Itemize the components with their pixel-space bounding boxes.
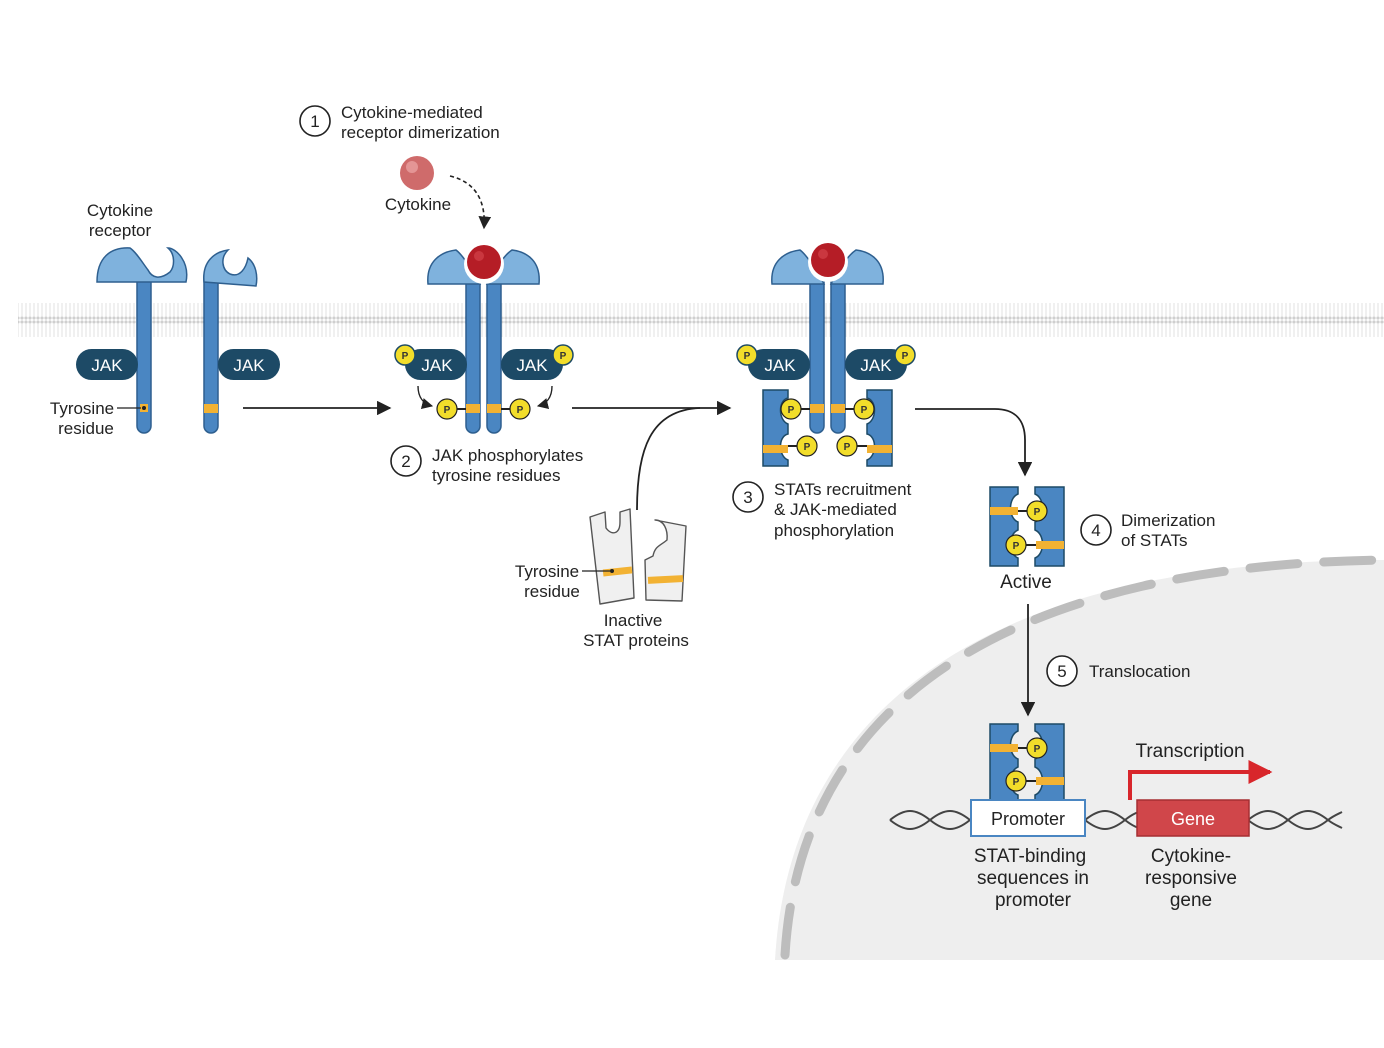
promoter-label: Promoter (991, 809, 1065, 829)
svg-text:& JAK-mediated: & JAK-mediated (774, 500, 897, 519)
stat-binding-label-2: sequences in (977, 868, 1089, 889)
cytokine-receptor-label-2: receptor (89, 221, 152, 240)
svg-text:P: P (744, 351, 751, 362)
svg-text:P: P (1034, 744, 1041, 755)
jak-step3-right: JAK P (845, 344, 916, 380)
recruited-stat-left: P P (762, 389, 818, 467)
jak-step2-right: JAK P (501, 344, 574, 380)
svg-text:P: P (444, 405, 451, 416)
cell-membrane (18, 301, 1384, 341)
svg-text:P: P (788, 405, 795, 416)
arrow-stat-recruitment (636, 407, 701, 511)
svg-text:P: P (402, 351, 409, 362)
jak-left-b: JAK (218, 349, 280, 380)
step-4: 4 Dimerization of STATs (1080, 511, 1215, 550)
dimer-receptor-step-2 (427, 244, 540, 434)
cytokine-responsive-label-1: Cytokine- (1151, 846, 1231, 867)
svg-text:3: 3 (743, 488, 752, 507)
svg-text:P: P (1034, 507, 1041, 518)
nuclear-stat-dimer: P P (989, 723, 1065, 804)
svg-text:P: P (844, 442, 851, 453)
svg-text:JAK: JAK (91, 356, 123, 375)
step-3: 3 STATs recruitment & JAK-mediated phosp… (732, 480, 912, 540)
svg-text:2: 2 (401, 452, 410, 471)
phospho-step2: P P (417, 385, 553, 420)
svg-text:Cytokine-mediated: Cytokine-mediated (341, 103, 483, 122)
transcription-arrow: Transcription (1128, 741, 1273, 800)
svg-text:Dimerization: Dimerization (1121, 511, 1215, 530)
active-stat-dimer: P P (989, 486, 1065, 567)
cytokine-receptor-left-a (96, 247, 188, 434)
svg-text:JAK phosphorylates: JAK phosphorylates (432, 446, 583, 465)
cytokine-binding-arrow (449, 175, 492, 230)
cytokine-responsive-label-2: responsive (1145, 868, 1237, 889)
arrow-step-3-4 (915, 408, 1033, 477)
svg-text:receptor dimerization: receptor dimerization (341, 123, 500, 142)
svg-text:P: P (804, 442, 811, 453)
svg-text:Translocation: Translocation (1089, 662, 1190, 681)
free-cytokine: Cytokine (385, 156, 492, 230)
svg-text:JAK: JAK (233, 356, 265, 375)
stat-tyrosine-label-2: residue (524, 582, 580, 601)
jak-step3-left: JAK P (736, 344, 810, 380)
tyrosine-residue-label-1: Tyrosine (50, 399, 114, 418)
svg-text:JAK: JAK (764, 356, 796, 375)
svg-text:5: 5 (1057, 662, 1066, 681)
nucleus (775, 555, 1384, 960)
active-label: Active (1000, 572, 1052, 593)
cytokine-responsive-label-3: gene (1170, 890, 1212, 911)
svg-text:4: 4 (1091, 521, 1100, 540)
dimer-receptor-step-3 (771, 242, 884, 434)
gene-box: Gene (1136, 799, 1250, 837)
svg-text:JAK: JAK (421, 356, 453, 375)
svg-text:phosphorylation: phosphorylation (774, 521, 894, 540)
svg-text:of STATs: of STATs (1121, 531, 1187, 550)
svg-text:JAK: JAK (860, 356, 892, 375)
svg-text:1: 1 (310, 112, 319, 131)
step-5: 5 Translocation (1046, 655, 1190, 687)
stat-binding-label-1: STAT-binding (974, 846, 1086, 867)
svg-text:tyrosine residues: tyrosine residues (432, 466, 561, 485)
stat-binding-label-3: promoter (995, 890, 1072, 911)
svg-text:P: P (1013, 541, 1020, 552)
step-2: 2 JAK phosphorylates tyrosine residues (390, 445, 583, 485)
svg-text:P: P (560, 351, 567, 362)
promoter-box: Promoter (970, 799, 1086, 837)
inactive-stat-left (589, 508, 635, 605)
svg-text:P: P (861, 405, 868, 416)
nuclear-envelope (780, 555, 1384, 960)
stat-tyrosine-label-1: Tyrosine (515, 562, 579, 581)
recruited-stat-right: P P (836, 389, 893, 467)
inactive-stat-label-2: STAT proteins (583, 631, 689, 650)
step-1: 1 Cytokine-mediated receptor dimerizatio… (299, 103, 500, 142)
transcription-label: Transcription (1135, 741, 1244, 762)
jak-step2-left: JAK P (394, 344, 467, 380)
svg-text:P: P (517, 405, 524, 416)
cytokine-receptor-label-1: Cytokine (87, 201, 153, 220)
cytokine-receptor-left-b (203, 248, 258, 434)
cytokine-label: Cytokine (385, 195, 451, 214)
tyrosine-residue-label-2: residue (58, 419, 114, 438)
jak-left-a: JAK (76, 349, 138, 380)
svg-text:P: P (902, 351, 909, 362)
inactive-stat-label-1: Inactive (604, 611, 663, 630)
gene-label: Gene (1171, 809, 1215, 829)
svg-text:JAK: JAK (516, 356, 548, 375)
inactive-stat-right (644, 519, 687, 602)
svg-text:STATs recruitment: STATs recruitment (774, 480, 912, 499)
svg-text:P: P (1013, 777, 1020, 788)
